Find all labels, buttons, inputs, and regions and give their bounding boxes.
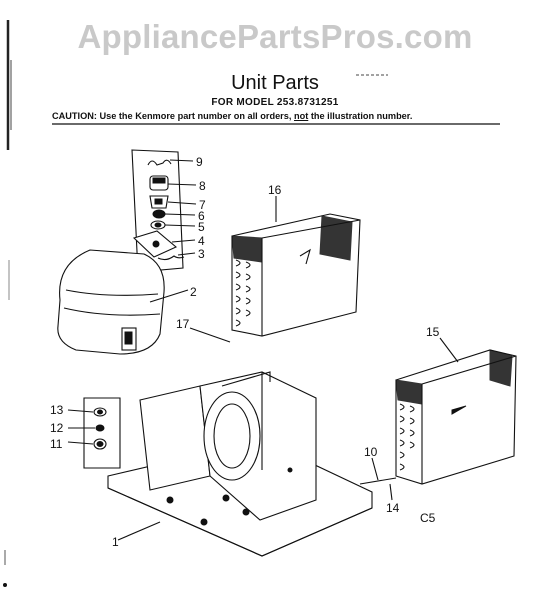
callout-4: 4 (198, 234, 205, 248)
base-pan-assembly (107, 371, 373, 557)
callout-16: 16 (268, 183, 282, 197)
callout-13: 13 (50, 403, 64, 417)
callout-14: 14 (386, 501, 400, 515)
caution-suffix: the illustration number. (308, 111, 413, 121)
compressor (57, 249, 189, 355)
callout-labels: 9 8 7 6 5 4 3 2 16 17 15 13 12 11 10 14 … (50, 155, 440, 549)
callout-6: 6 (198, 209, 205, 223)
grommet-parts (67, 397, 121, 469)
callout-8: 8 (199, 179, 206, 193)
callout-11: 11 (50, 437, 63, 451)
caution-not: not (293, 111, 309, 121)
callout-5: 5 (198, 220, 205, 234)
callout-15: 15 (426, 325, 440, 339)
callout-10: 10 (364, 445, 378, 459)
evaporator-coil (189, 196, 361, 343)
caution-prefix: CAUTION: Use the Kenmore part number on … (52, 111, 294, 121)
callout-2: 2 (190, 285, 197, 299)
callout-7: 7 (199, 198, 206, 212)
screw-parts (359, 457, 397, 501)
valve-assembly-parts (131, 149, 197, 273)
model-number: FOR MODEL 253.8731251 (211, 97, 339, 108)
callout-12: 12 (50, 421, 64, 435)
caution-note: CAUTION: Use the Kenmore part number on … (52, 111, 522, 121)
scan-edge-marks (3, 20, 12, 587)
page-title: Unit Parts (231, 72, 319, 94)
callout-9: 9 (196, 155, 203, 169)
callout-3: 3 (198, 247, 205, 261)
diagram-code: C5 (420, 511, 436, 525)
callout-17: 17 (176, 317, 190, 331)
watermark-logo: AppliancePartsPros.com (77, 18, 473, 55)
callout-1: 1 (112, 535, 119, 549)
condenser-coil (395, 337, 517, 485)
